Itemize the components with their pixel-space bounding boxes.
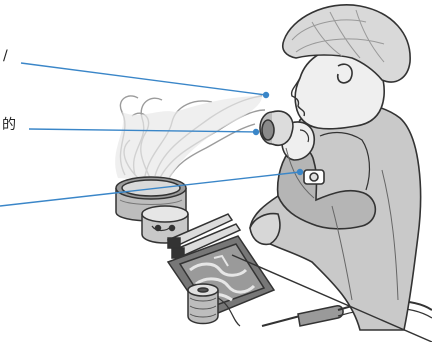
smoke-fill: [115, 96, 262, 182]
leader-line-1: [20, 62, 267, 96]
solder-spool: [187, 283, 241, 327]
callout-label-partial-middle: 的: [2, 117, 16, 133]
leader-line-2-dot: [252, 128, 260, 136]
leader-line-2: [28, 128, 257, 133]
leader-lines: [0, 62, 304, 207]
leader-line-1-dot: [262, 91, 270, 99]
leader-line-3: [0, 171, 301, 207]
leader-line-3-dot: [296, 168, 304, 176]
wristwatch-icon: [303, 169, 325, 185]
worker-figure: [231, 4, 432, 342]
held-item-icon: [259, 110, 294, 147]
callout-label-partial-top: /: [3, 48, 8, 64]
